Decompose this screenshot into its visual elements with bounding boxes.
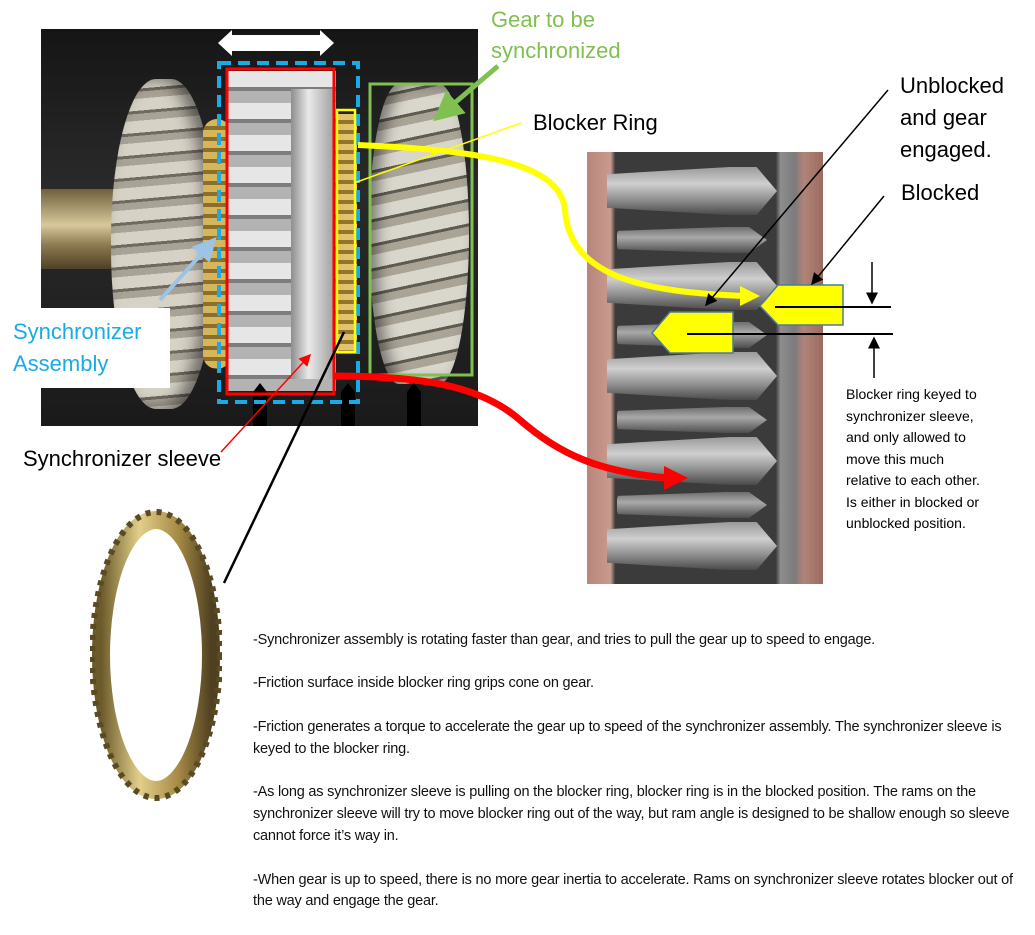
tooth (617, 407, 767, 433)
gear-to-be-synchronized-label: Gear to be synchronized (491, 7, 621, 63)
blocked-label: Blocked (901, 180, 980, 205)
tooth (607, 167, 777, 215)
tooth (607, 437, 777, 485)
stand (407, 383, 421, 426)
blocker-ring-photo-part (337, 114, 357, 354)
blocker-closeup-photo (587, 152, 823, 584)
description-text: -Synchronizer assembly is rotating faste… (253, 608, 1033, 935)
tooth (607, 352, 777, 400)
unblocked-label: Unblocked and gear engaged. (900, 73, 1004, 162)
sleeve-hub (291, 89, 335, 379)
synchronizer-sleeve-label: Synchronizer sleeve (23, 446, 222, 471)
keyed-note: Blocker ring keyed to synchronizer sleev… (846, 386, 980, 531)
ring-teeth (90, 509, 222, 801)
stand (253, 383, 267, 426)
description-line: -When gear is up to speed, there is no m… (253, 871, 1013, 910)
stand (341, 383, 355, 426)
tooth (607, 262, 777, 310)
tooth (607, 522, 777, 570)
description-line: -Synchronizer assembly is rotating faste… (253, 631, 876, 648)
blocker-ring-photo (90, 509, 222, 801)
description-line: -As long as synchronizer sleeve is pulli… (253, 784, 1010, 844)
synchronizer-assembly-label: Synchronizer Assembly (5, 308, 170, 388)
ring-body (92, 511, 220, 799)
tooth (617, 322, 767, 348)
tooth (617, 492, 767, 518)
blocker-ring-label: Blocker Ring (533, 110, 658, 135)
tooth (617, 227, 767, 253)
gear-to-sync-photo (369, 84, 469, 384)
description-line: -Friction surface inside blocker ring gr… (253, 675, 594, 692)
description-line: -Friction generates a torque to accelera… (253, 718, 1002, 757)
